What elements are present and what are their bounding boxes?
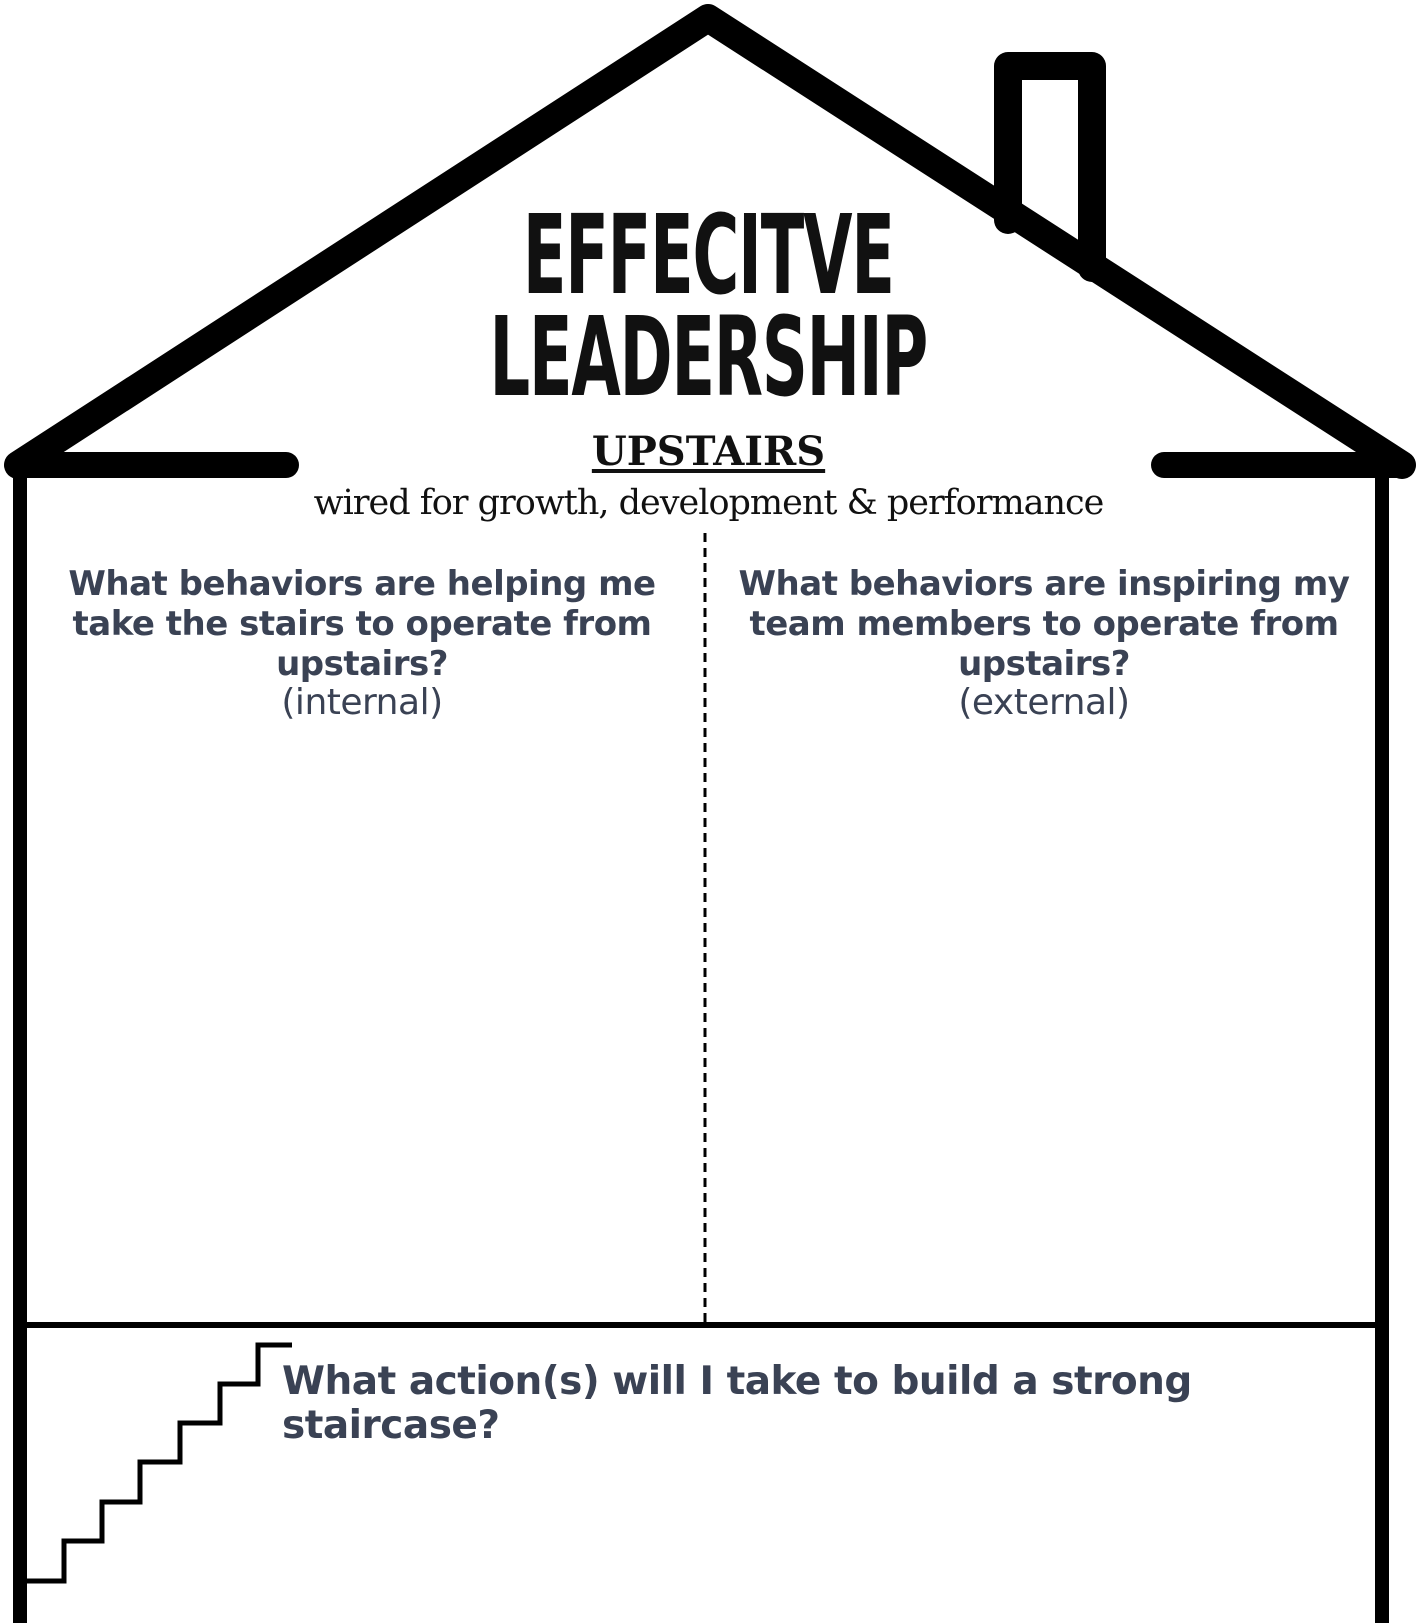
question-external-text: What behaviors are inspiring my team mem… xyxy=(738,564,1350,684)
page-title-line2: LEADERSHIP xyxy=(489,293,929,421)
roof-outline xyxy=(4,4,1416,479)
page-title-line1: EFFECITVE xyxy=(522,191,895,319)
staircase-icon xyxy=(26,1342,292,1584)
chimney-icon xyxy=(994,52,1106,282)
section-heading-upstairs: UPSTAIRS xyxy=(591,428,826,475)
answer-area-external[interactable] xyxy=(712,700,1372,1310)
question-action-text: What action(s) will I take to build a st… xyxy=(282,1359,1192,1448)
question-external-tag: (external) xyxy=(958,682,1130,723)
answer-area-internal[interactable] xyxy=(40,700,680,1310)
question-internal-tag: (internal) xyxy=(281,682,443,723)
question-internal-text: What behaviors are helping me take the s… xyxy=(68,564,656,684)
section-subtitle: wired for growth, development & performa… xyxy=(313,483,1105,523)
answer-area-action[interactable] xyxy=(300,1420,1380,1610)
question-internal: What behaviors are helping me take the s… xyxy=(36,564,688,722)
question-external: What behaviors are inspiring my team mem… xyxy=(706,564,1382,722)
